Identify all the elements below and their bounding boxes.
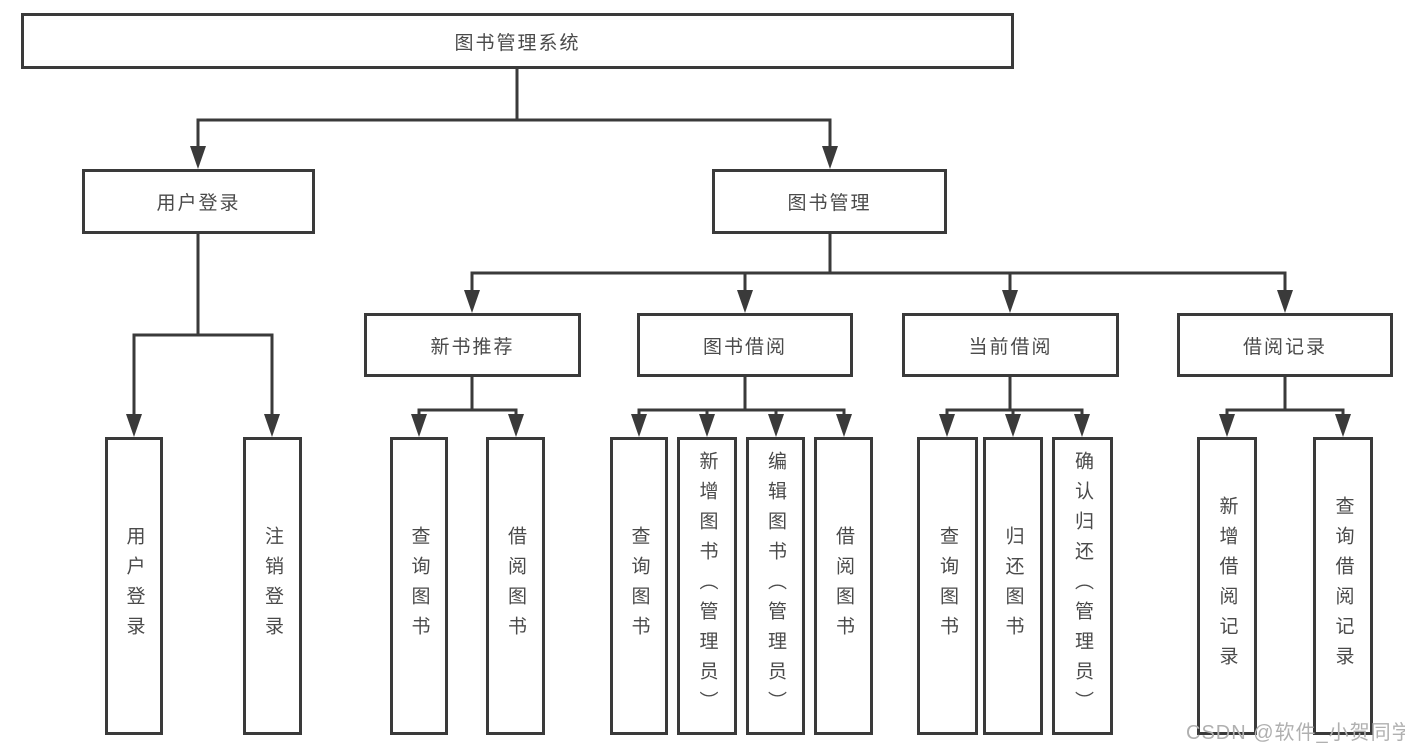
node-user-login: 用户登录 bbox=[82, 169, 315, 234]
node-label: 当前借阅 bbox=[968, 336, 1053, 358]
node-label: 查询图书 bbox=[408, 526, 430, 646]
node-label: 图书管理系统 bbox=[454, 32, 581, 54]
node-current-borrowing: 当前借阅 bbox=[902, 313, 1119, 377]
leaf-query-books-recommend: 查询图书 bbox=[390, 437, 448, 735]
node-label: 新增借阅记录 bbox=[1216, 496, 1238, 676]
node-label: 归还图书 bbox=[1002, 526, 1024, 646]
node-label: 用户登录 bbox=[156, 193, 241, 214]
leaf-add-borrow-record: 新增借阅记录 bbox=[1197, 437, 1257, 735]
node-label: 注销登录 bbox=[262, 526, 283, 646]
leaf-user-login: 用户登录 bbox=[105, 437, 163, 735]
node-label: 确认归还（管理员） bbox=[1072, 451, 1093, 721]
node-new-book-recommend: 新书推荐 bbox=[364, 313, 581, 377]
node-label: 用户登录 bbox=[123, 526, 145, 646]
node-label: 查询图书 bbox=[628, 526, 650, 646]
node-label: 查询借阅记录 bbox=[1332, 496, 1354, 676]
node-book-borrowing: 图书借阅 bbox=[637, 313, 853, 377]
node-book-management: 图书管理 bbox=[712, 169, 947, 234]
node-label: 新书推荐 bbox=[430, 336, 515, 358]
leaf-logout: 注销登录 bbox=[243, 437, 302, 735]
leaf-query-borrow-record: 查询借阅记录 bbox=[1313, 437, 1373, 735]
node-label: 借阅图书 bbox=[505, 526, 526, 646]
node-label: 图书借阅 bbox=[702, 336, 787, 358]
leaf-add-books-admin: 新增图书（管理员） bbox=[677, 437, 737, 735]
node-borrowing-records: 借阅记录 bbox=[1177, 313, 1393, 377]
leaf-return-books: 归还图书 bbox=[983, 437, 1043, 735]
leaf-query-books-current: 查询图书 bbox=[917, 437, 978, 735]
node-label: 图书管理 bbox=[787, 193, 872, 214]
leaf-edit-books-admin: 编辑图书（管理员） bbox=[746, 437, 805, 735]
leaf-confirm-return-admin: 确认归还（管理员） bbox=[1052, 437, 1113, 735]
leaf-borrow-books-borrowing: 借阅图书 bbox=[814, 437, 873, 735]
node-label: 借阅图书 bbox=[833, 526, 854, 646]
node-label: 借阅记录 bbox=[1242, 336, 1327, 358]
node-label: 编辑图书（管理员） bbox=[765, 451, 786, 721]
node-label: 新增图书（管理员） bbox=[696, 451, 718, 721]
leaf-query-books-borrowing: 查询图书 bbox=[610, 437, 668, 735]
leaf-borrow-books-recommend: 借阅图书 bbox=[486, 437, 545, 735]
node-label: 查询图书 bbox=[937, 526, 958, 646]
node-library-management-system: 图书管理系统 bbox=[21, 13, 1014, 69]
csdn-watermark: CSDN @软件_小贺同学 bbox=[1186, 722, 1405, 744]
